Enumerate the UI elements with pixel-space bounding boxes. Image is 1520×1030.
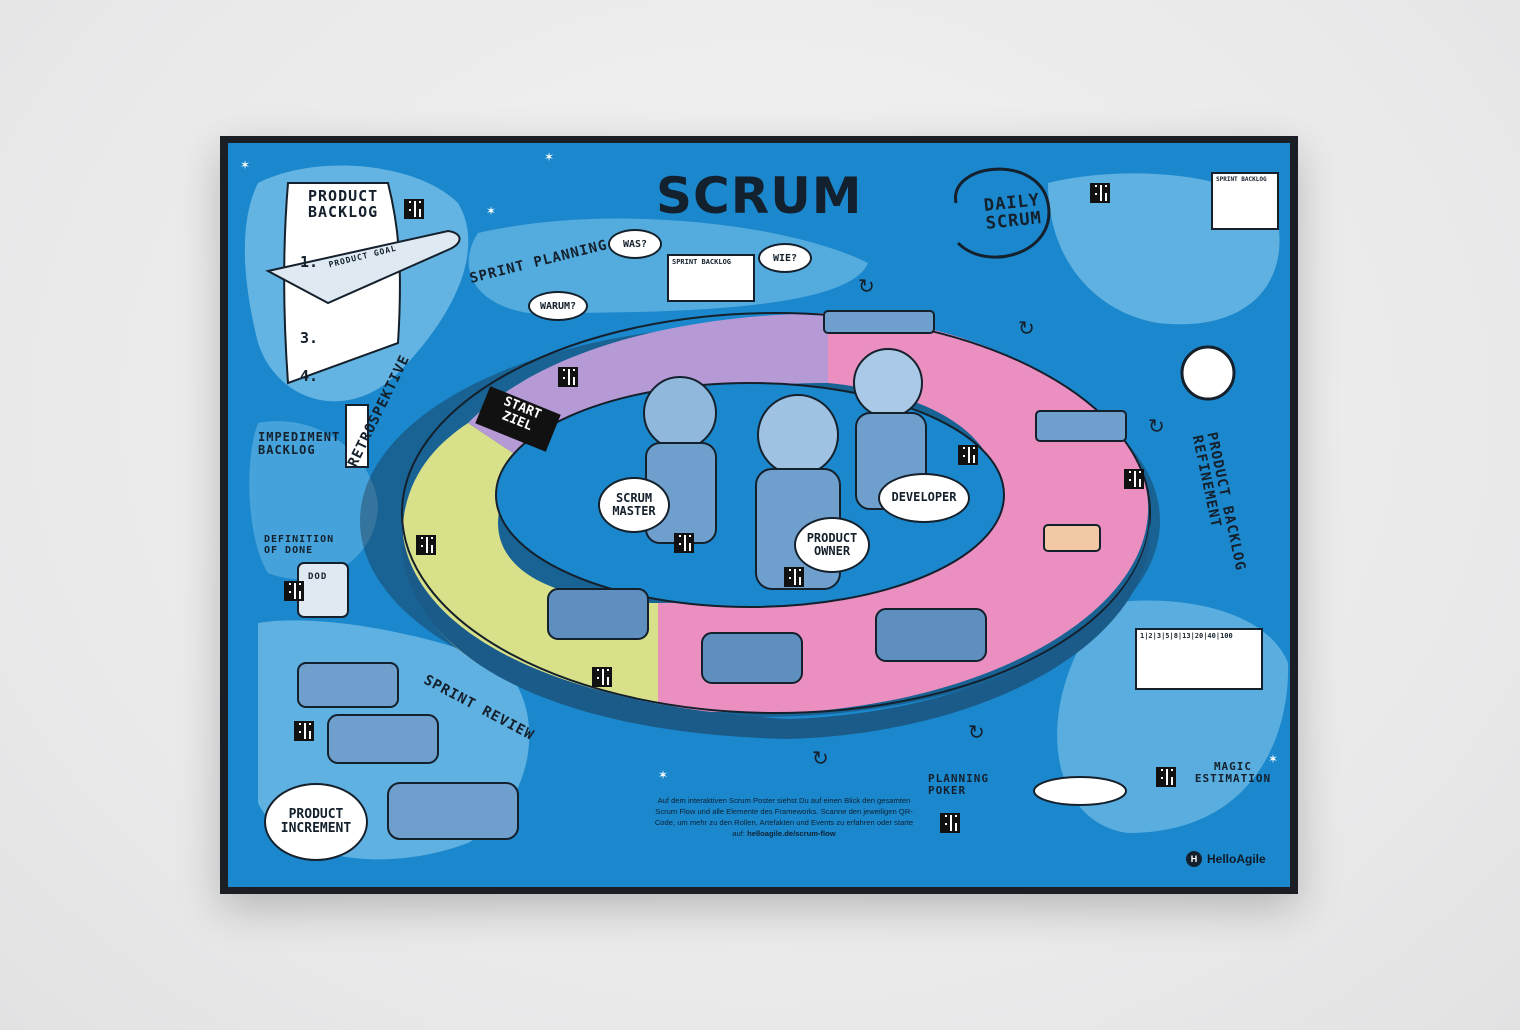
star-icon: ✶ [486, 204, 496, 218]
ring-segment-pink [658, 313, 1149, 713]
scrum-poster: ↻ ↻ ↻ ↻ ↻ ✶ ✶ ✶ ✶ ✶ SCRUM PRODUCT BACKLO… [228, 143, 1290, 887]
cycle-arrow-icon: ↻ [858, 274, 875, 298]
star-icon: ✶ [544, 150, 554, 164]
backlog-number: 4. [300, 367, 319, 385]
estimation-board [1135, 628, 1263, 690]
shuttle-icon [265, 229, 461, 305]
daily-scrum-board [1211, 172, 1279, 230]
qr-code[interactable] [674, 533, 694, 553]
brand-name: HelloAgile [1207, 852, 1266, 866]
star-icon: ✶ [1268, 752, 1278, 766]
qr-code[interactable] [558, 367, 578, 387]
label-dod: DOD [308, 572, 328, 582]
hello-agile-logo-icon: H [1186, 851, 1202, 867]
daily-scrum-cycle-icon [954, 167, 1051, 259]
backlog-number: 3. [300, 329, 319, 347]
qr-code[interactable] [404, 199, 424, 219]
refinement-slab [1035, 410, 1127, 442]
cycle-arrow-icon: ↻ [1148, 414, 1165, 438]
qr-code[interactable] [416, 535, 436, 555]
label-definition-of-done: DEFINITION OF DONE [264, 534, 335, 556]
role-bubble-scrum-master: SCRUM MASTER [598, 477, 670, 533]
qr-code[interactable] [592, 667, 612, 687]
description-text: Auf dem interaktiven Scrum Poster siehst… [654, 796, 914, 838]
label-impediment-backlog: IMPEDIMENT BACKLOG [258, 430, 341, 457]
product-increment-bubble: PRODUCT INCREMENT [264, 783, 368, 861]
speech-bubble-warum: WARUM? [528, 291, 588, 321]
label-sprint-backlog: SPRINT BACKLOG [672, 258, 732, 266]
pink-car-2 [875, 608, 987, 662]
role-bubble-product-owner: PRODUCT OWNER [794, 517, 870, 573]
planning-slab [823, 310, 935, 334]
cycle-arrow-icon: ↻ [812, 746, 829, 770]
backlog-number: 1. [300, 253, 319, 271]
label-planning-poker: PLANNING POKER [928, 772, 989, 797]
qr-code[interactable] [1124, 469, 1144, 489]
label-magic-estimation: MAGIC ESTIMATION [1194, 760, 1272, 785]
brand-logo: H HelloAgile [1186, 851, 1266, 867]
speech-bubble-wie: WIE? [758, 243, 812, 273]
description-link[interactable]: helloagile.de/scrum-flow [747, 829, 836, 838]
qr-code[interactable] [294, 721, 314, 741]
qr-code[interactable] [1156, 767, 1176, 787]
speech-bubble-was: WAS? [608, 229, 662, 259]
poker-table [1033, 776, 1127, 806]
estimation-scale: 1|2|3|5|8|13|20|40|100 [1140, 632, 1233, 640]
increment-vehicle [387, 782, 519, 840]
star-icon: ✶ [240, 158, 250, 172]
review-car [547, 588, 649, 640]
role-bubble-developer: DEVELOPER [878, 473, 970, 523]
increment-brick [297, 662, 399, 708]
poster-title: SCRUM [656, 167, 863, 225]
qr-code[interactable] [958, 445, 978, 465]
qr-code[interactable] [284, 581, 304, 601]
pink-car-1 [701, 632, 803, 684]
alarm-clock-icon [1180, 345, 1236, 401]
increment-car [327, 714, 439, 764]
qr-code[interactable] [784, 567, 804, 587]
ring-outer-edge [401, 312, 1151, 714]
qr-code[interactable] [940, 813, 960, 833]
backlog-numbers: 1. 2. 3. 4. [300, 243, 318, 395]
impediment-board [345, 404, 369, 468]
poster-frame: ↻ ↻ ↻ ↻ ↻ ✶ ✶ ✶ ✶ ✶ SCRUM PRODUCT BACKLO… [220, 136, 1298, 894]
poster-artwork: ↻ ↻ ↻ ↻ ↻ ✶ ✶ ✶ ✶ ✶ [240, 150, 1289, 860]
label-sprint-backlog-wall: SPRINT BACKLOG [1216, 176, 1267, 183]
cycle-arrow-icon: ↻ [1018, 316, 1035, 340]
sprint-backlog-board [667, 254, 755, 302]
poster-description: Auf dem interaktiven Scrum Poster siehst… [653, 795, 915, 839]
cycle-arrow-icon: ↻ [968, 720, 985, 744]
star-icon: ✶ [658, 768, 668, 782]
refinement-bricks [1043, 524, 1101, 552]
label-product-backlog: PRODUCT BACKLOG [308, 187, 379, 221]
qr-code[interactable] [1090, 183, 1110, 203]
